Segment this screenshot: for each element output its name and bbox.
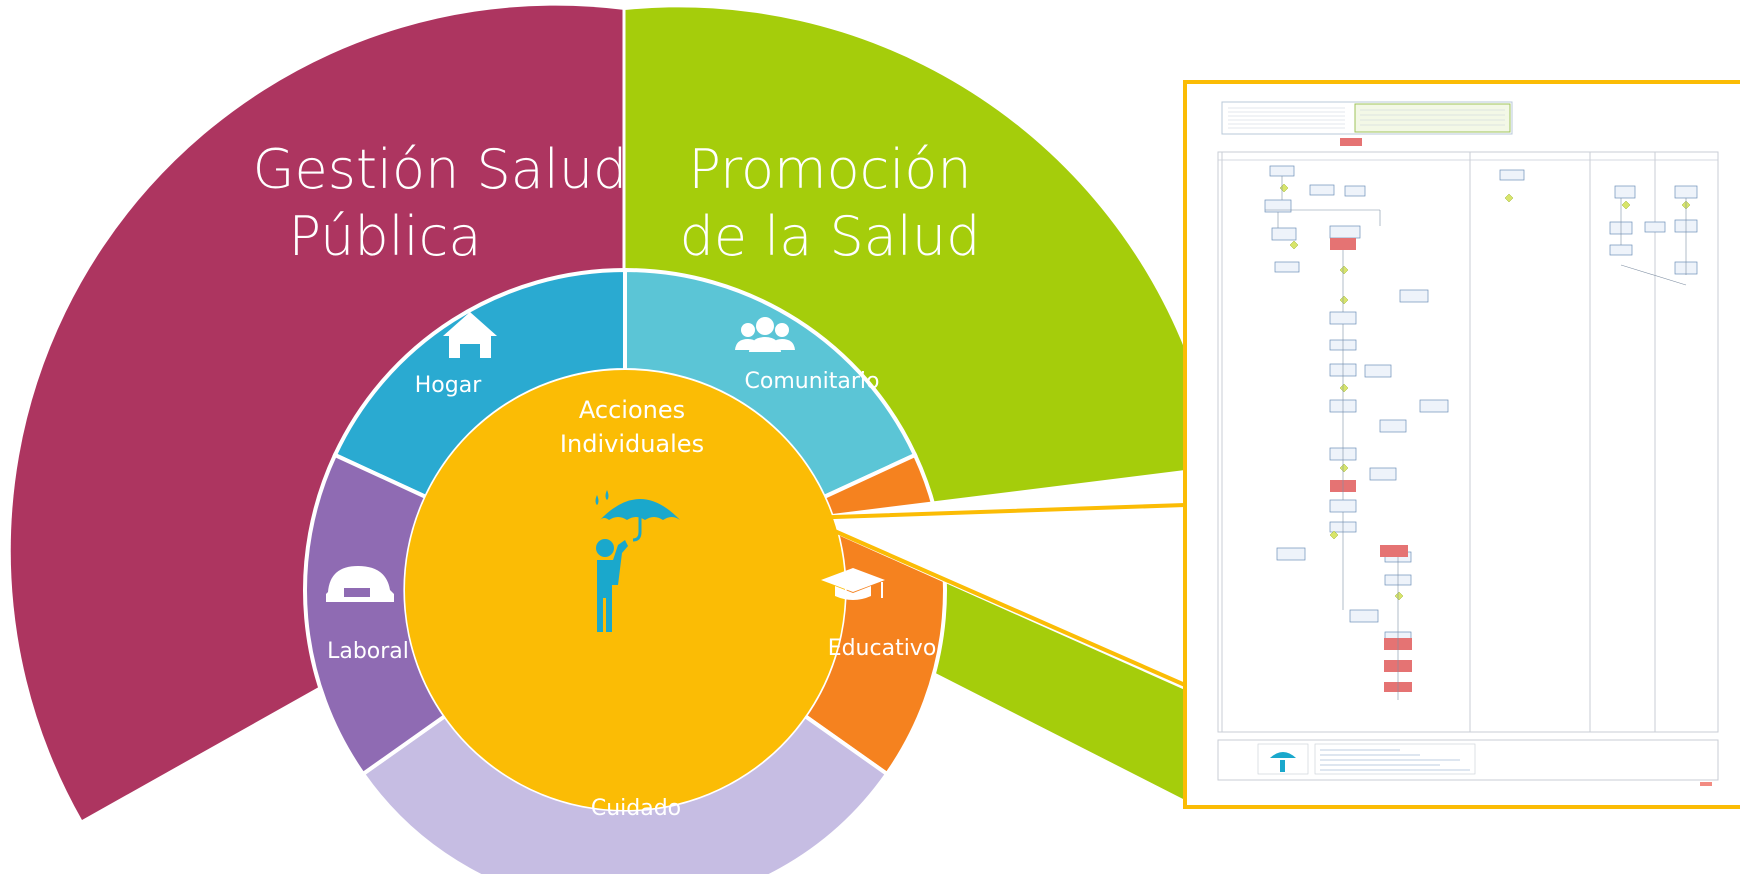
acciones-individuales-center (405, 370, 845, 810)
gestion-title-line2: Pública (289, 205, 482, 268)
promocion-title-line2: de la Salud (680, 205, 981, 268)
gestion-salud-sector (10, 5, 625, 820)
graduation-cap-icon (821, 568, 885, 600)
center-label-line1: Acciones (579, 396, 685, 424)
people-icon (735, 317, 795, 352)
educativo-label: Educativo (828, 636, 937, 661)
promocion-title-line1: Promoción (688, 138, 971, 201)
flowchart-frame (1183, 80, 1740, 809)
helmet-icon (326, 566, 394, 602)
gestion-title-line1: Gestión Salud (253, 138, 628, 201)
umbrella-person-icon (595, 490, 680, 632)
comunitario-label: Comunitario (745, 369, 880, 394)
center-label-line2: Individuales (560, 430, 704, 458)
house-icon (443, 312, 497, 358)
flowchart-thumbnail (1217, 101, 1719, 786)
cuidado-label: Cuidado (591, 796, 681, 821)
laboral-label: Laboral (327, 639, 409, 664)
callout-wedge (800, 470, 1185, 690)
hogar-label: Hogar (415, 373, 482, 398)
